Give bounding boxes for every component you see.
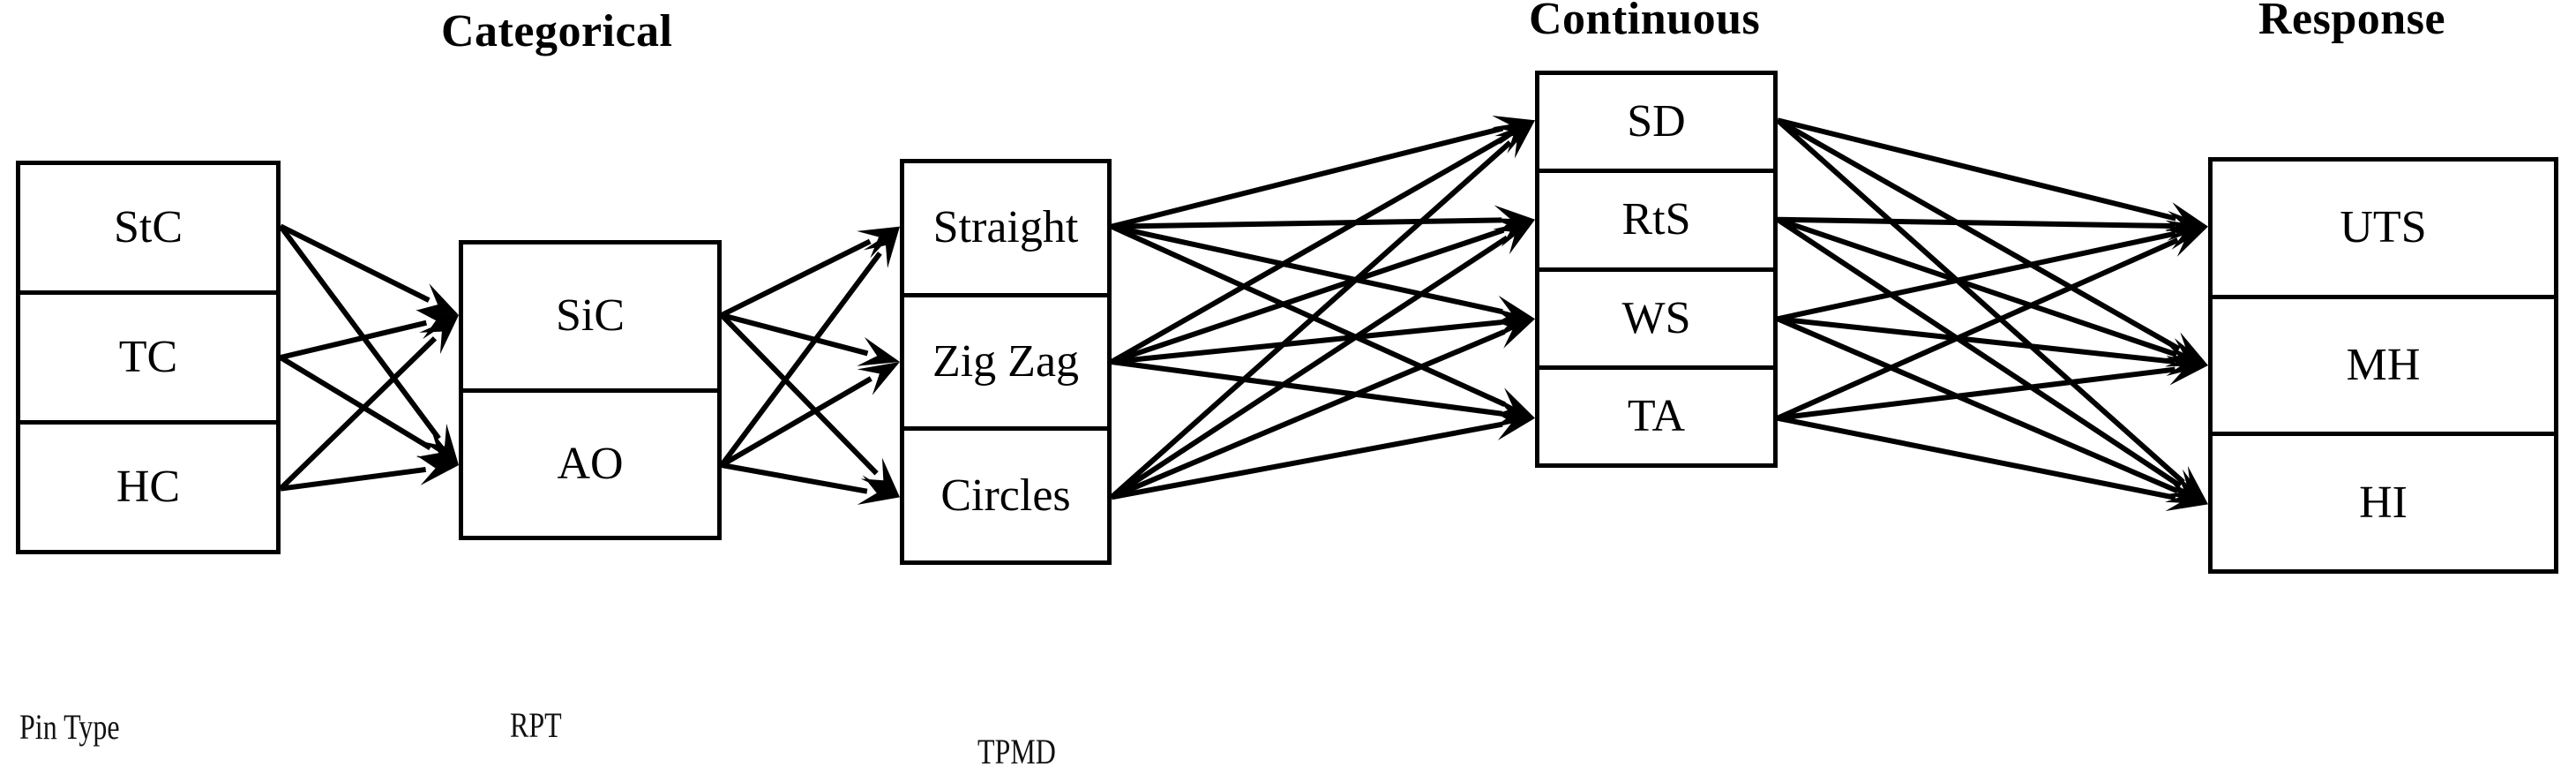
cell-rpt-1[interactable]: AO	[463, 387, 717, 536]
heading-response: Response	[2258, 0, 2446, 44]
cell-rpt-0[interactable]: SiC	[463, 244, 717, 388]
footer-label-pin-type: Pin Type	[19, 707, 120, 747]
cell-tpmd-1[interactable]: Zig Zag	[904, 292, 1107, 427]
footer-label-tpmd: TPMD	[977, 732, 1056, 767]
heading-categorical: Categorical	[441, 6, 673, 56]
group-tpmd: Straight Zig Zag Circles	[900, 159, 1112, 565]
group-response: UTS MH HI	[2208, 157, 2558, 574]
cell-continuous-2[interactable]: WS	[1539, 267, 1773, 365]
cell-pin-type-0[interactable]: StC	[20, 165, 276, 290]
cell-response-2[interactable]: HI	[2213, 432, 2554, 570]
group-pin-type: StC TC HC	[16, 161, 281, 554]
cell-tpmd-0[interactable]: Straight	[904, 163, 1107, 293]
cell-continuous-0[interactable]: SD	[1539, 75, 1773, 169]
cell-pin-type-1[interactable]: TC	[20, 290, 276, 420]
cell-pin-type-2[interactable]: HC	[20, 420, 276, 550]
group-rpt: SiC AO	[459, 240, 722, 540]
cell-response-0[interactable]: UTS	[2213, 162, 2554, 295]
cell-tpmd-2[interactable]: Circles	[904, 426, 1107, 561]
heading-continuous: Continuous	[1529, 0, 1761, 44]
footer-label-rpt: RPT	[510, 705, 562, 745]
group-continuous: SD RtS WS TA	[1535, 71, 1778, 468]
cell-continuous-3[interactable]: TA	[1539, 365, 1773, 463]
cell-response-1[interactable]: MH	[2213, 294, 2554, 432]
cell-continuous-1[interactable]: RtS	[1539, 169, 1773, 267]
